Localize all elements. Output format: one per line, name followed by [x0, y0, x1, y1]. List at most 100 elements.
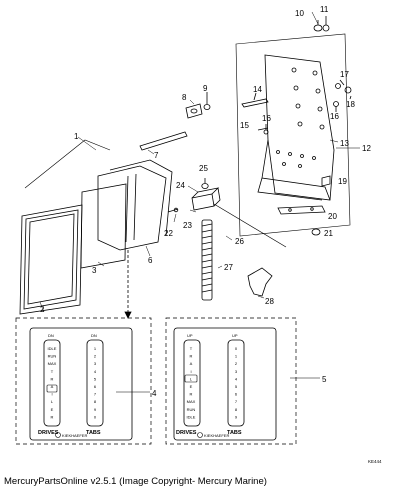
left-tab-number-4: 5	[94, 376, 97, 381]
nut-9	[203, 92, 211, 110]
right-drive-mark-4: L	[190, 376, 193, 381]
cable-26	[213, 203, 287, 248]
right-brand-label: KIEKHAEFER	[204, 433, 229, 438]
callout-24: 24	[176, 181, 185, 190]
screw-22	[167, 207, 179, 213]
left-tab-number-2: 3	[94, 361, 97, 366]
callout-8: 8	[182, 93, 187, 102]
callouts: 1 2 3 4 5 6 7 8 9 10 11 12 13 14 15 16 1…	[40, 5, 371, 398]
group-brace-1	[24, 139, 111, 189]
right-drive-mark-0: T	[190, 346, 193, 351]
right-drive-mark-1: R	[190, 354, 193, 359]
left-drive-mark-1: RUN	[48, 354, 57, 359]
callout-18: 18	[346, 100, 355, 109]
callout-17: 17	[340, 70, 349, 79]
right-tab-number-7: 7	[235, 399, 238, 404]
drawing-reference-code: KE444	[368, 459, 382, 464]
right-tab-number-8: 8	[235, 407, 238, 412]
callout-20: 20	[328, 212, 337, 221]
callout-12: 12	[362, 144, 371, 153]
left-drive-mark-5: A	[51, 384, 54, 389]
right-drive-mark-9: IDLE	[187, 414, 196, 419]
left-drives-label: DRIVES	[38, 430, 59, 436]
callout-19: 19	[338, 177, 347, 186]
bracket-group-outline	[235, 33, 351, 237]
callout-15: 15	[240, 121, 249, 130]
left-drive-mark-6: I	[51, 392, 52, 397]
left-drive-mark-9: R	[51, 414, 54, 419]
left-tab-number-9: 0	[94, 414, 97, 419]
pin-14	[241, 92, 269, 108]
callout-23: 23	[183, 221, 192, 230]
right-tab-number-4: 4	[235, 376, 238, 381]
right-tab-number-2: 2	[235, 361, 238, 366]
fastener-16-right	[333, 101, 339, 112]
nut-25	[201, 178, 209, 189]
right-tab-number-6: 6	[235, 392, 238, 397]
right-drives-label: DRIVES	[176, 430, 197, 436]
right-gauge-panel	[173, 327, 277, 441]
right-drive-mark-7: MAX	[187, 399, 196, 404]
left-tab-number-8: 9	[94, 407, 97, 412]
right-drive-mark-6: R	[190, 392, 193, 397]
left-tab-number-5: 6	[94, 384, 97, 389]
screw-15-16	[257, 124, 269, 135]
left-drive-mark-7: L	[51, 399, 54, 404]
right-drive-mark-5: E	[190, 384, 193, 389]
fastener-17-18	[335, 79, 352, 100]
left-drive-mark-3: T	[51, 369, 54, 374]
callout-10: 10	[295, 9, 304, 18]
left-gauge-panel	[29, 327, 133, 441]
callout-7: 7	[154, 151, 159, 160]
left-tab-number-1: 2	[94, 354, 97, 359]
footer-caption: MercuryPartsOnline v2.5.1 (Image Copyrig…	[4, 476, 267, 487]
right-tabs-label: TABS	[227, 430, 242, 436]
mounting-bracket	[257, 54, 335, 201]
callout-25: 25	[199, 164, 208, 173]
lens-3	[80, 183, 127, 269]
callout-26: 26	[235, 237, 244, 246]
left-tab-number-7: 8	[94, 399, 97, 404]
left-tab-number-6: 7	[94, 392, 97, 397]
leader-lines	[39, 11, 360, 393]
callout-16b: 16	[330, 112, 339, 121]
left-drives-top-label: DN	[48, 333, 54, 338]
right-tab-number-5: 5	[235, 384, 238, 389]
callout-3: 3	[92, 266, 97, 275]
callout-2: 2	[40, 305, 45, 314]
right-tab-number-1: 1	[235, 354, 238, 359]
right-tab-number-0: 0	[235, 346, 238, 351]
callout-11: 11	[320, 5, 329, 14]
right-panel-frame	[165, 317, 297, 445]
right-tab-number-3: 3	[235, 369, 238, 374]
left-tabs-label: TABS	[86, 430, 101, 436]
housing-6	[97, 159, 173, 251]
spring-27	[201, 219, 213, 301]
left-drive-mark-2: MAX	[48, 361, 57, 366]
left-tabs-top-label: DN	[91, 333, 97, 338]
left-tab-number-3: 4	[94, 369, 97, 374]
right-drive-mark-3: I	[190, 369, 191, 374]
boot-28	[247, 267, 273, 297]
callout-5: 5	[322, 375, 327, 384]
callout-27: 27	[224, 263, 233, 272]
callout-6: 6	[148, 256, 153, 265]
left-drive-mark-4: R	[51, 376, 54, 381]
block-23-24	[191, 187, 221, 211]
plate-20	[277, 205, 326, 215]
right-drive-mark-8: RUN	[187, 407, 196, 412]
bushing-8	[185, 103, 203, 119]
right-drives-top-label: UP	[187, 333, 193, 338]
nut-21	[311, 228, 321, 236]
bezel-frame-2	[19, 204, 83, 315]
bolt-19	[321, 175, 331, 187]
left-drive-mark-8: E	[51, 407, 54, 412]
right-tabs-top-label: UP	[232, 333, 238, 338]
left-drive-mark-0: IDLE	[48, 346, 57, 351]
